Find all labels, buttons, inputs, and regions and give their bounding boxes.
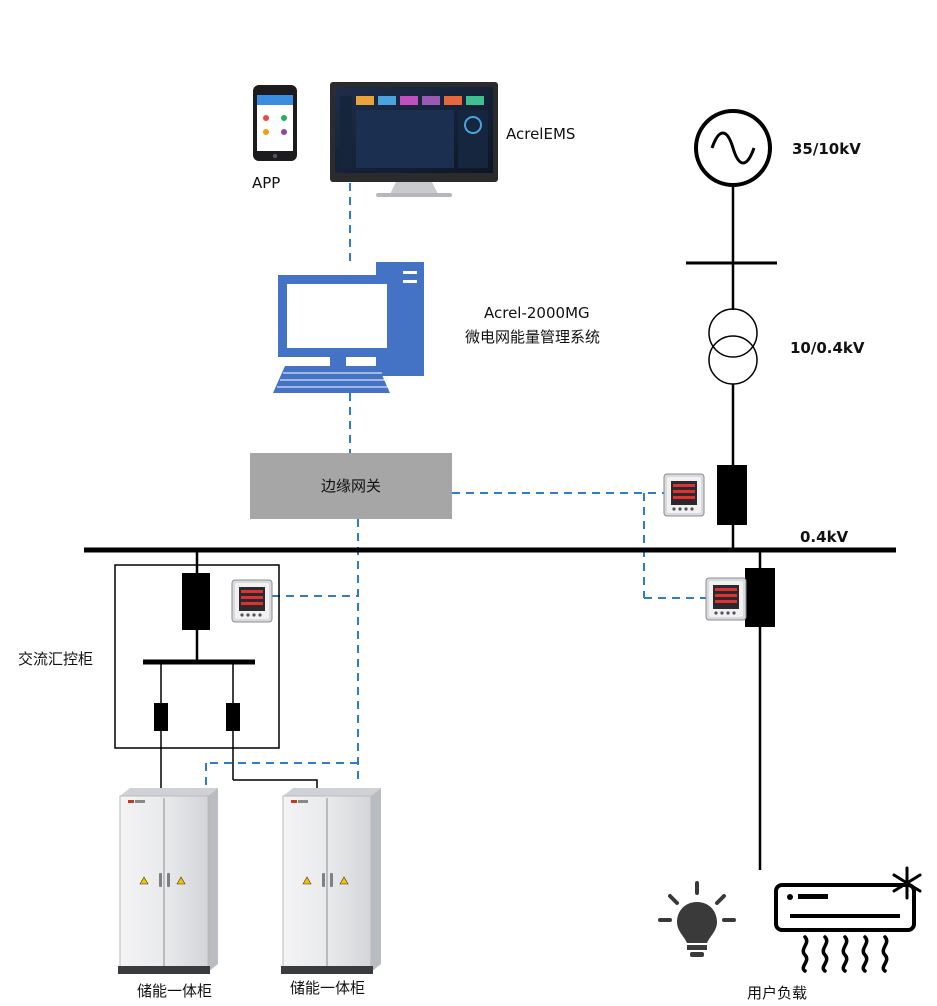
ac-source-icon xyxy=(694,109,772,187)
app-label: APP xyxy=(252,174,280,192)
gateway-box xyxy=(250,453,452,519)
voltage-10-04-label: 10/0.4kV xyxy=(790,339,865,357)
air-conditioner-icon xyxy=(774,866,922,973)
desktop-computer-icon xyxy=(273,262,424,393)
smartphone-icon xyxy=(253,85,297,161)
storage-cabinet-2-label: 储能一体柜 xyxy=(290,979,365,997)
system-desc-label: 微电网能量管理系统 xyxy=(465,328,600,346)
ac-cabinet-box xyxy=(114,564,280,749)
ac-cabinet-label: 交流汇控柜 xyxy=(18,650,93,668)
power-meter-icon xyxy=(705,577,747,621)
system-name-label: Acrel-2000MG xyxy=(484,304,590,322)
voltage-04-label: 0.4kV xyxy=(800,528,849,546)
transformer-icon xyxy=(708,308,758,385)
breaker-ac-branch-2 xyxy=(226,703,240,731)
monitor-icon xyxy=(330,82,498,197)
communication-lines xyxy=(205,183,706,785)
breaker-load xyxy=(745,568,775,627)
power-meter-icon xyxy=(231,579,273,623)
power-meter-icon xyxy=(663,473,705,517)
user-load-label: 用户负载 xyxy=(747,984,807,1002)
breaker-ac-branch-1 xyxy=(154,703,168,731)
storage-cabinet-icon xyxy=(280,787,382,975)
storage-cabinet-1-label: 储能一体柜 xyxy=(137,982,212,1000)
gateway-label: 边缘网关 xyxy=(321,477,381,495)
storage-cabinet-icon xyxy=(117,787,219,975)
ems-label: AcrelEMS xyxy=(506,125,575,143)
voltage-35-10-label: 35/10kV xyxy=(792,140,861,158)
light-bulb-icon xyxy=(655,879,739,961)
breaker-ac-main xyxy=(182,573,210,630)
breaker-grid xyxy=(717,465,747,525)
